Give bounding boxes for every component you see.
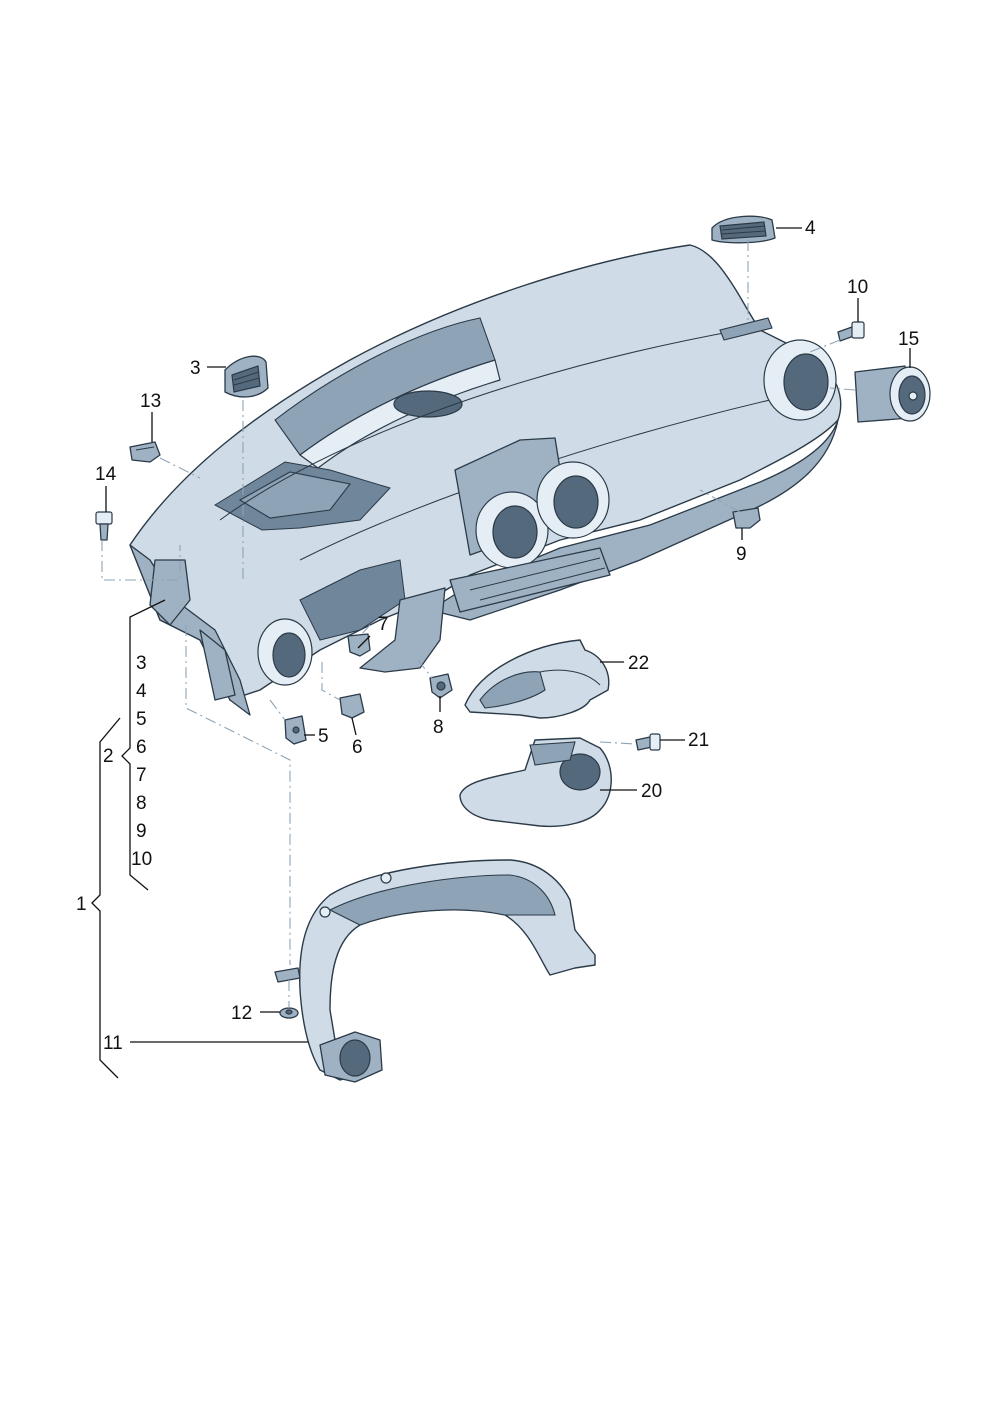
callout-3: 3: [190, 358, 201, 379]
callout-4: 4: [805, 218, 816, 239]
callout-13: 13: [140, 391, 161, 412]
part-8-grommet[interactable]: [429, 673, 453, 699]
callout-14: 14: [95, 464, 117, 485]
part-7-clip[interactable]: [347, 633, 371, 657]
callout-9: 9: [736, 544, 747, 565]
part-22-upper-column-trim[interactable]: [464, 639, 610, 719]
group-list-item: 10: [131, 849, 152, 870]
group-braces: [91, 599, 166, 1079]
part-3-air-vent-left[interactable]: [224, 355, 269, 398]
part-15-round-air-vent[interactable]: [854, 365, 931, 423]
assembly-dashed-lines: [101, 240, 856, 1008]
group-list-item: 8: [136, 793, 147, 814]
dashboard-carrier[interactable]: [129, 244, 842, 716]
part-4-air-vent-top[interactable]: [711, 215, 776, 244]
group-list-item: 6: [136, 737, 147, 758]
callout-11: 11: [103, 1033, 123, 1054]
callout-8: 8: [433, 717, 444, 738]
callout-15: 15: [898, 329, 919, 350]
callout-7: 7: [378, 614, 389, 635]
part-12-nut[interactable]: [279, 1007, 299, 1019]
callout-6: 6: [352, 737, 363, 758]
callout-22: 22: [628, 653, 649, 674]
group-list-item: 5: [136, 709, 147, 730]
part-14-screw[interactable]: [95, 511, 113, 541]
group-list-item: 7: [136, 765, 147, 786]
group-list-item: 3: [136, 653, 147, 674]
callout-21: 21: [688, 730, 709, 751]
leader-lines: [105, 227, 911, 1043]
part-10-screw[interactable]: [837, 321, 865, 342]
callout-labels: 3 4 10 15 13 14 9 7 22 8 5 6 21 20 12 11…: [76, 218, 919, 1054]
callout-5: 5: [318, 726, 329, 747]
part-5-clip[interactable]: [284, 715, 307, 745]
part-6-clip[interactable]: [339, 693, 365, 719]
part-13-clip[interactable]: [129, 441, 161, 463]
callout-1: 1: [76, 894, 87, 915]
callout-12: 12: [231, 1003, 252, 1024]
part-11-air-duct[interactable]: [274, 859, 596, 1083]
part-9-clip[interactable]: [732, 507, 761, 529]
part-21-screw[interactable]: [635, 733, 661, 751]
callout-20: 20: [641, 781, 662, 802]
group-list-item: 4: [136, 681, 147, 702]
callout-2: 2: [103, 746, 114, 767]
group-list-item: 9: [136, 821, 147, 842]
part-20-lower-column-trim[interactable]: [459, 737, 612, 828]
callout-10: 10: [847, 277, 868, 298]
